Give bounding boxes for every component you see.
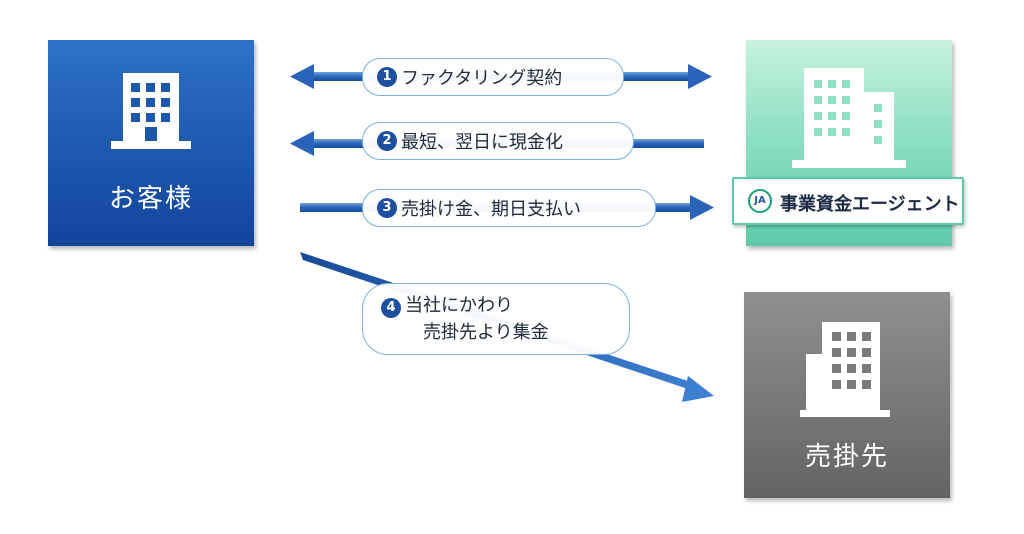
step-number: 3 bbox=[377, 198, 397, 218]
customer-label: お客様 bbox=[108, 184, 193, 214]
step-text: 売掛け金、期日支払い bbox=[401, 199, 581, 220]
step-3-label: 3 売掛け金、期日支払い bbox=[362, 189, 656, 227]
step-2-label: 2 最短、翌日に現金化 bbox=[362, 122, 634, 160]
customer-node: お客様 bbox=[48, 40, 254, 246]
step-number: 4 bbox=[381, 298, 401, 318]
step-1-label: 1 ファクタリング契約 bbox=[362, 58, 624, 96]
agent-name: 事業資金エージェント bbox=[780, 194, 960, 215]
debtor-label: 売掛先 bbox=[804, 442, 889, 472]
building-icon bbox=[800, 322, 890, 417]
step-text: 最短、翌日に現金化 bbox=[401, 132, 563, 153]
step-number: 1 bbox=[377, 67, 397, 87]
step-text-line2: 売掛先より集金 bbox=[423, 322, 549, 343]
building-icon bbox=[792, 68, 906, 168]
building-icon bbox=[111, 73, 191, 149]
step-number: 2 bbox=[377, 131, 397, 151]
ja-logo-badge: JA bbox=[748, 189, 772, 213]
step-text-line1: 当社にかわり bbox=[405, 295, 513, 316]
step-text: ファクタリング契約 bbox=[401, 68, 563, 89]
agent-logo: JA 事業資金エージェント bbox=[732, 177, 964, 225]
debtor-node: 売掛先 bbox=[744, 292, 950, 498]
